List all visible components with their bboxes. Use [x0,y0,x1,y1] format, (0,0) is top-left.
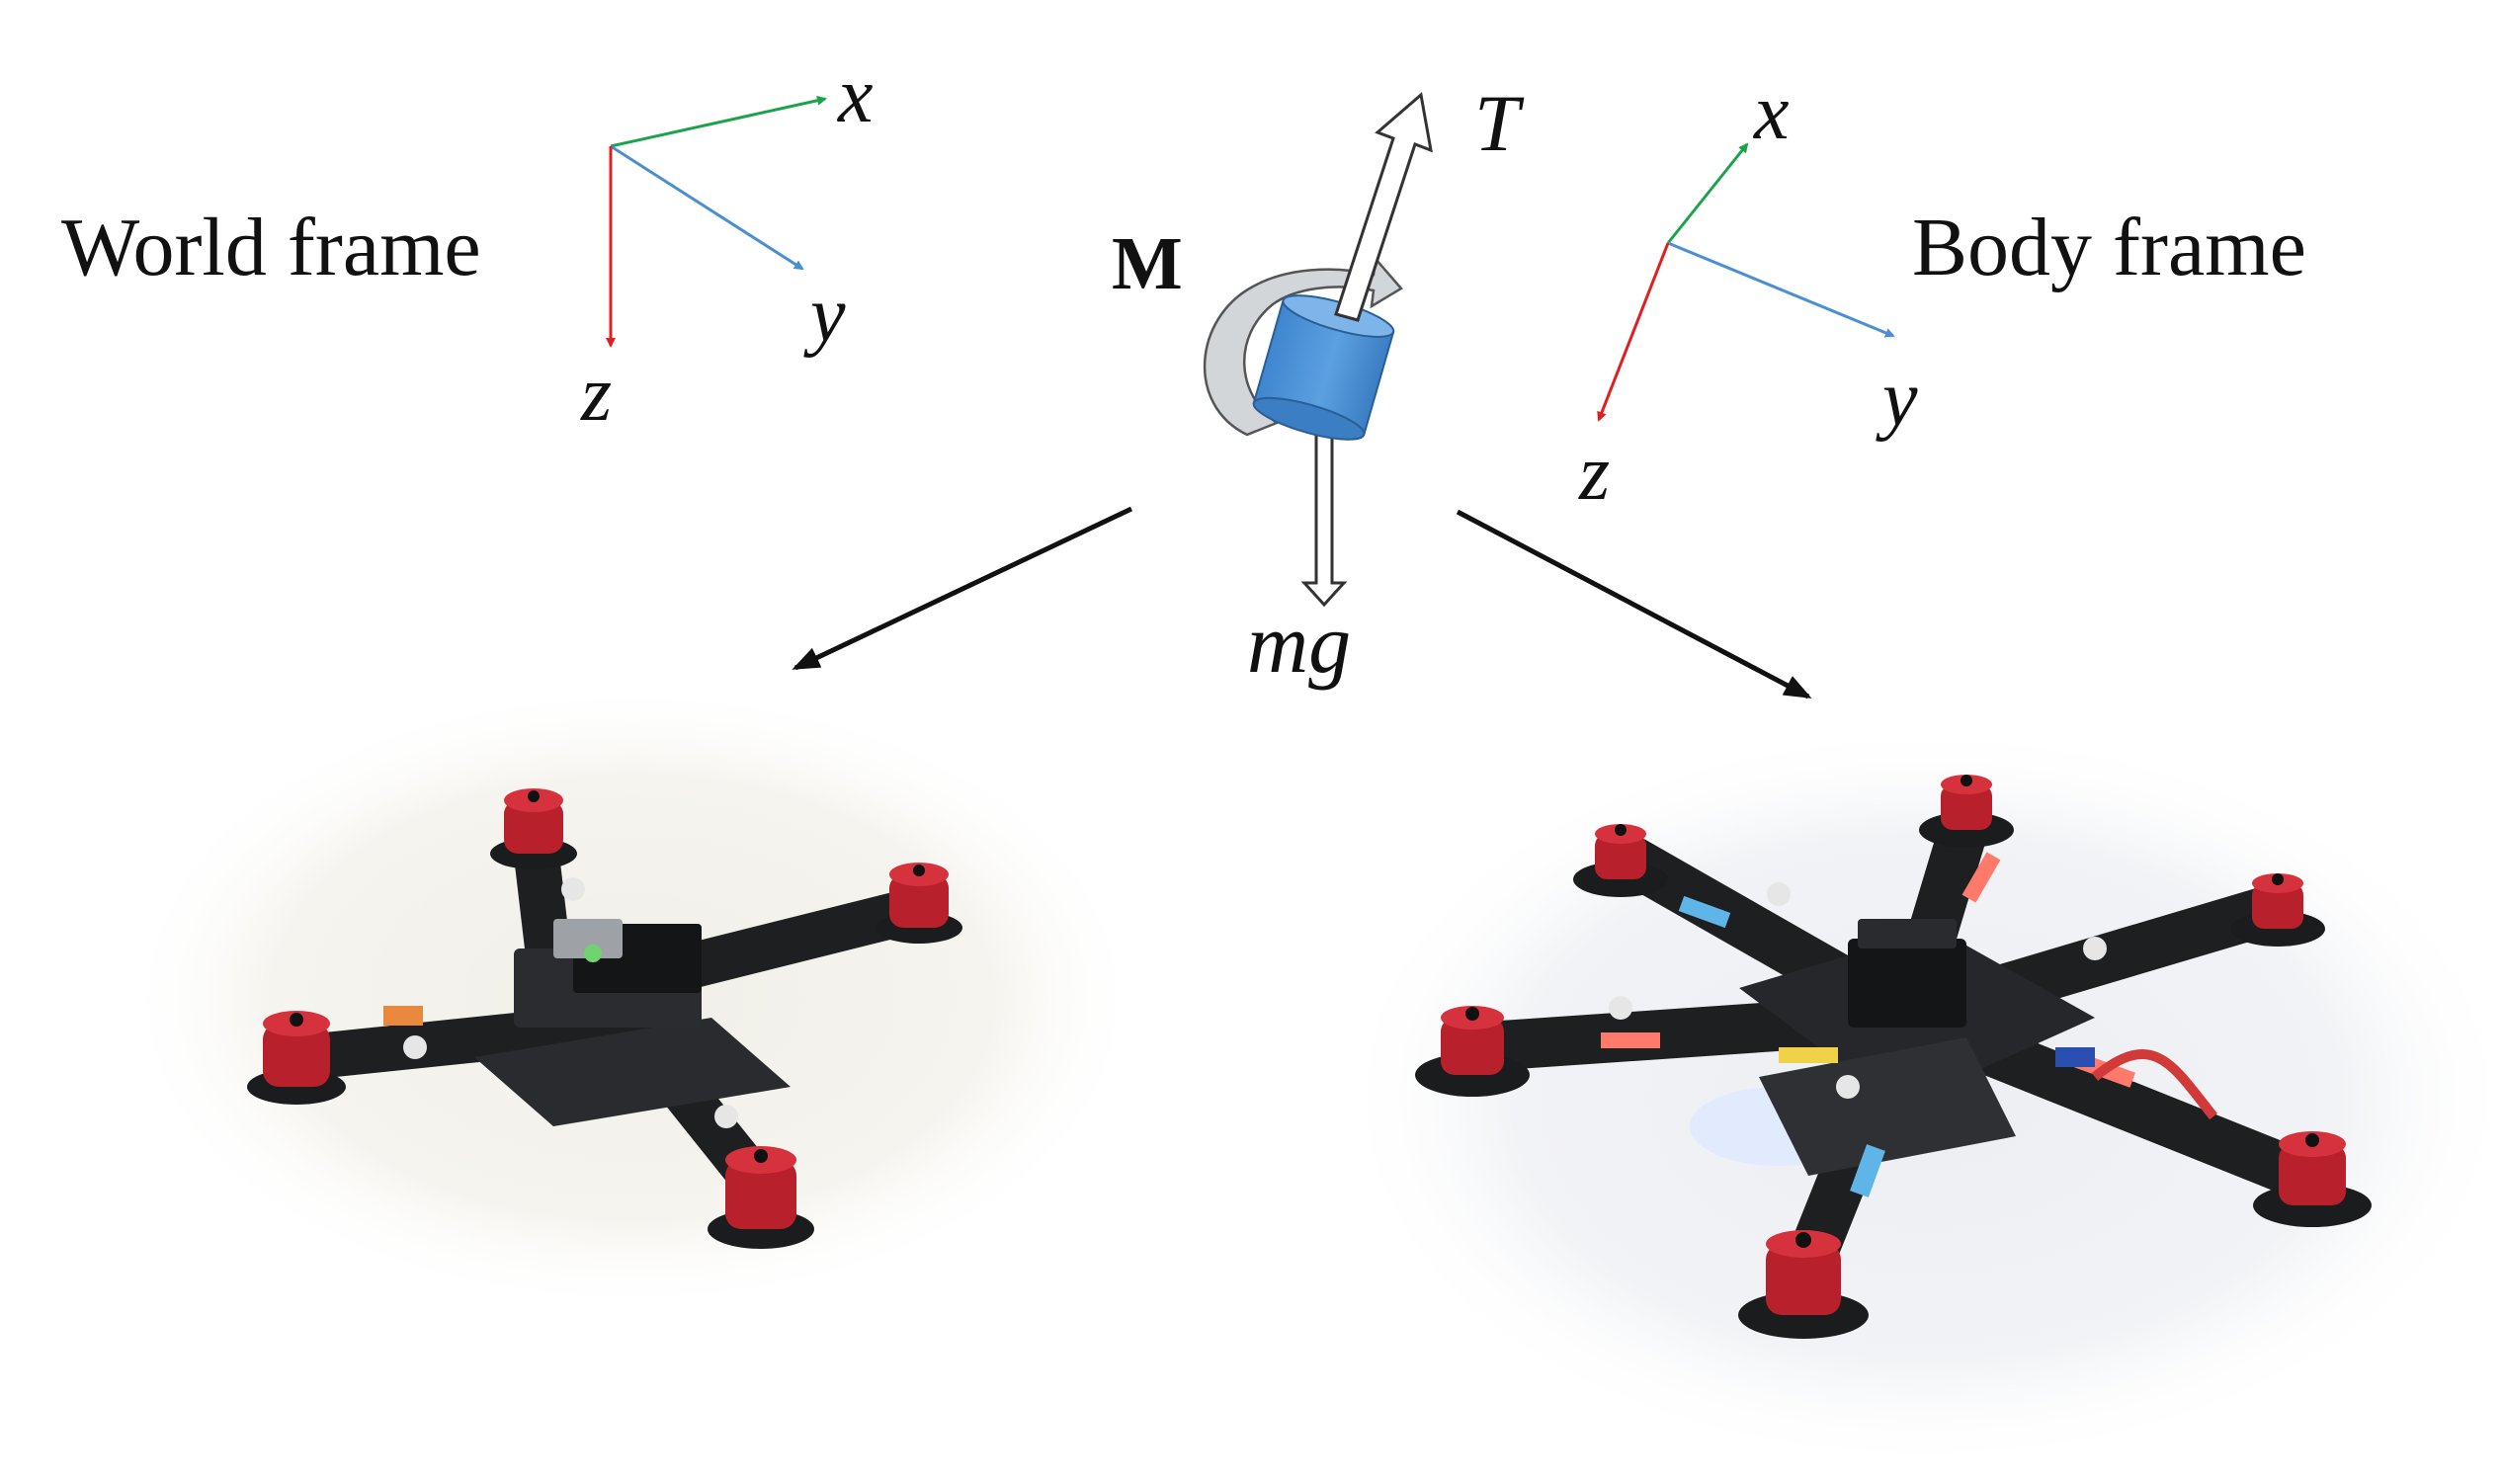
world-z-label: z [580,351,612,438]
world-frame-title: World frame [61,202,481,293]
world-y-axis [610,144,804,271]
body-z-axis [1597,242,1670,422]
body-frame-title: Body frame [1912,202,2306,293]
moment-label: M [1112,222,1183,305]
motor-cylinder [1252,294,1395,441]
body-x-axis [1666,142,1749,244]
thrust-arrow [1334,92,1433,322]
quadrotor-photo [119,682,1146,1314]
gravity-arrow [1300,413,1348,608]
body-frame: Body frame x y z [1578,69,2306,517]
world-y-label: y [803,272,846,359]
force-diagram: M T mg [1112,78,1525,691]
body-y-axis [1667,241,1895,338]
world-frame: World frame x y z [61,52,874,438]
hexarotor-photo [1334,721,2503,1472]
world-x-axis [610,95,827,148]
world-x-label: x [837,52,874,139]
right-pointer-arrow [1456,509,1812,700]
body-x-label: x [1753,69,1790,156]
body-z-label: z [1578,430,1610,517]
quad-motors [247,788,962,1249]
gravity-label: mg [1247,596,1351,691]
hex-motors [1415,775,2372,1339]
left-pointer-arrow [792,506,1133,671]
thrust-label: T [1474,78,1525,168]
body-y-label: y [1876,356,1918,443]
